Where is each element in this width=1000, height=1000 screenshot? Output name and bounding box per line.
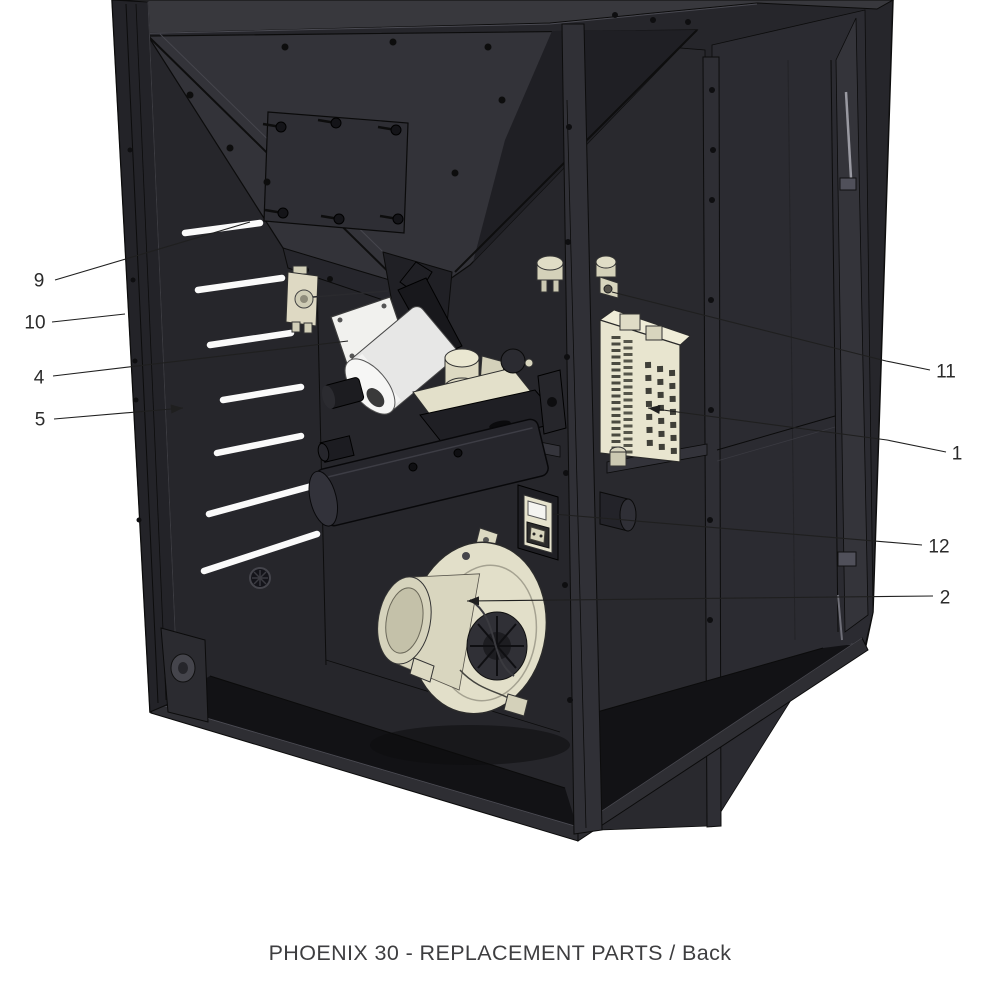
leader-line-5 (53, 407, 184, 420)
leader-line-10 (51, 313, 126, 323)
exhaust-stub (599, 491, 637, 532)
combustion-blower (377, 527, 548, 717)
leader-arrowhead-1 (648, 405, 661, 415)
leader-line-12 (552, 513, 923, 546)
auger-gear-motor (344, 306, 458, 415)
hinge-tab (839, 177, 857, 191)
frame (111, 0, 895, 835)
hopper-frame-bolts (186, 38, 506, 186)
hinge-tab (837, 551, 857, 567)
igniter-assembly (285, 265, 389, 334)
center-divider-column (561, 23, 603, 835)
control-board (599, 309, 691, 467)
leader-line-1 (647, 407, 947, 453)
diagram-caption: PHOENIX 30 - REPLACEMENT PARTS / Back (268, 941, 732, 965)
leader-arrowhead-5 (170, 404, 183, 414)
coupling-disc (500, 348, 526, 374)
power-switch-inlet (517, 484, 559, 561)
part-label-11: 11 (936, 362, 956, 383)
leader-line-11 (611, 291, 931, 371)
heat-exchanger-vent-slots (181, 219, 321, 575)
door-edge-strip (835, 17, 869, 633)
corner-column-screws (707, 87, 716, 623)
part-label-5: 5 (35, 410, 46, 431)
wire-bushings (536, 255, 619, 299)
auger-motor-assembly (321, 261, 567, 450)
corner-column (702, 56, 722, 828)
left-wall-screws (127, 147, 142, 523)
part-label-1: 1 (952, 444, 963, 465)
blower-outlet (377, 573, 481, 691)
auger-tube (308, 418, 549, 527)
part-label-9: 9 (34, 271, 45, 292)
rocker-switch (527, 500, 547, 521)
divider-screws (562, 124, 573, 703)
leader-line-2 (466, 595, 934, 602)
part-label-10: 10 (24, 313, 45, 334)
part-label-2: 2 (940, 588, 951, 609)
hinge-highlight (844, 91, 853, 179)
part-label-4: 4 (34, 368, 45, 389)
part-label-12: 12 (928, 537, 949, 558)
leader-arrowhead-2 (467, 596, 480, 606)
leader-line-4 (52, 340, 349, 377)
vent-wheel (249, 567, 271, 589)
auger-bearing-knob (321, 377, 365, 409)
leader-line-9 (54, 221, 251, 281)
floor (158, 676, 578, 830)
